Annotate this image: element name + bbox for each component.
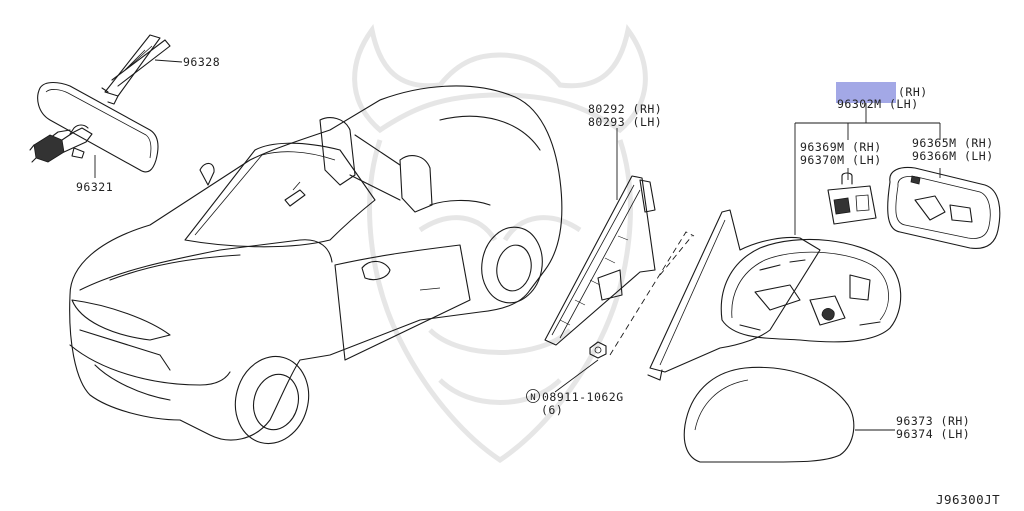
label-mirror-assy-rh[interactable]: (RH) bbox=[898, 85, 928, 99]
label-glass-rh[interactable]: 96365M (RH) bbox=[912, 136, 994, 150]
label-glass-lh[interactable]: 96366M (LH) bbox=[912, 149, 994, 163]
mirror-housing-assy bbox=[720, 239, 902, 343]
label-nut-code[interactable]: 08911-1062G bbox=[542, 390, 624, 404]
dashed-guide-2 bbox=[659, 235, 693, 276]
rear-view-mirror bbox=[29, 81, 159, 173]
mirror-glass-part bbox=[887, 166, 1001, 249]
diagram-id: J96300JT bbox=[936, 492, 1001, 507]
label-rear-mirror-bracket[interactable]: 96328 bbox=[183, 55, 221, 69]
label-nut-qty: (6) bbox=[541, 403, 564, 417]
watermark-emblem bbox=[352, 23, 648, 464]
leader-lines bbox=[94, 59, 941, 431]
svg-text:N: N bbox=[530, 393, 535, 403]
label-mirror-assy-lh[interactable]: 96302M (LH) bbox=[837, 97, 919, 111]
label-sash-rh[interactable]: 80292 (RH) bbox=[588, 102, 663, 116]
door-mirror-base bbox=[647, 209, 821, 381]
label-actuator-lh[interactable]: 96370M (LH) bbox=[800, 153, 882, 167]
label-actuator-rh[interactable]: 96369M (RH) bbox=[800, 140, 882, 154]
label-rear-mirror[interactable]: 96321 bbox=[76, 180, 114, 194]
circled-n-icon: N bbox=[526, 389, 540, 403]
dashed-guide bbox=[609, 231, 695, 356]
mirror-actuator-part bbox=[827, 172, 877, 225]
label-cover-lh[interactable]: 96374 (LH) bbox=[896, 427, 971, 441]
nut-part bbox=[589, 341, 607, 359]
label-sash-lh[interactable]: 80293 (LH) bbox=[588, 115, 663, 129]
label-cover-rh[interactable]: 96373 (RH) bbox=[896, 414, 971, 428]
car-outline bbox=[69, 85, 563, 445]
sash-garnish-part bbox=[544, 175, 656, 346]
highlight-box bbox=[836, 82, 896, 103]
mirror-bracket-part bbox=[101, 34, 171, 105]
mirror-cover-part bbox=[683, 366, 855, 463]
